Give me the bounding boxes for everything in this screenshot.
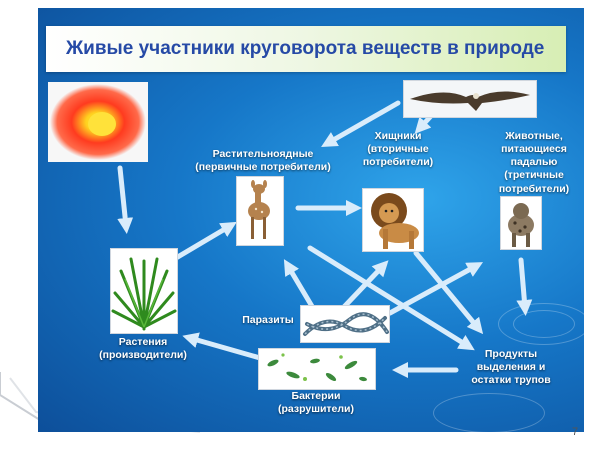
page-number: 7 bbox=[572, 426, 579, 438]
title-bar: Живые участники круговорота веществ в пр… bbox=[46, 26, 566, 72]
herbivores-label: Растительноядные (первичные потребители) bbox=[195, 148, 331, 174]
arrow-bacteria-to-plants bbox=[182, 332, 263, 361]
parasite-worms-icon bbox=[303, 312, 389, 336]
scavengers-label: Животные, питающиеся падалью (третичные … bbox=[498, 130, 570, 195]
arrow-sun-to-plants bbox=[117, 165, 134, 234]
parasites-label: Паразиты bbox=[242, 314, 294, 326]
arrow-parasites-to-scavengers bbox=[387, 262, 484, 316]
slide: Живые участники круговорота веществ в пр… bbox=[38, 8, 584, 432]
products-label: Продукты выделения и остатки трупов bbox=[471, 348, 551, 387]
worms-picture bbox=[300, 305, 390, 343]
page-title: Живые участники круговорота веществ в пр… bbox=[66, 38, 545, 59]
deer-icon bbox=[248, 180, 270, 239]
hyena-picture bbox=[500, 196, 542, 250]
bacteria-picture bbox=[258, 348, 376, 390]
arrow-parasites-to-herbivores bbox=[283, 259, 316, 311]
deer-picture bbox=[236, 176, 284, 246]
lion-picture bbox=[362, 188, 424, 252]
arrow-parasites-to-predators bbox=[340, 260, 389, 311]
water-ripple bbox=[513, 310, 575, 338]
bacteria-label: Бактерии (разрушители) bbox=[277, 390, 355, 416]
arrow-scavengers-to-products bbox=[516, 257, 533, 316]
plants-label: Растения (производители) bbox=[99, 336, 187, 362]
hyena-icon bbox=[508, 203, 534, 247]
bacteria-icon bbox=[267, 353, 367, 382]
arrow-eagle-to-herbivores bbox=[321, 100, 401, 147]
arrow-herbivores-to-products bbox=[307, 245, 475, 351]
eagle-picture bbox=[403, 80, 537, 118]
plant-picture bbox=[110, 248, 178, 334]
arrow-predators-to-products bbox=[413, 250, 484, 335]
water-ripple bbox=[433, 393, 545, 432]
sun-icon bbox=[50, 84, 146, 160]
palm-plant-icon bbox=[111, 257, 177, 331]
eagle-icon bbox=[410, 91, 530, 111]
water-ripple bbox=[498, 303, 584, 345]
lion-icon bbox=[371, 193, 419, 249]
predators-label: Хищники (вторичные потребители) bbox=[362, 130, 434, 169]
sun-picture bbox=[48, 82, 148, 162]
arrow-plants-to-herbivores bbox=[173, 221, 237, 261]
